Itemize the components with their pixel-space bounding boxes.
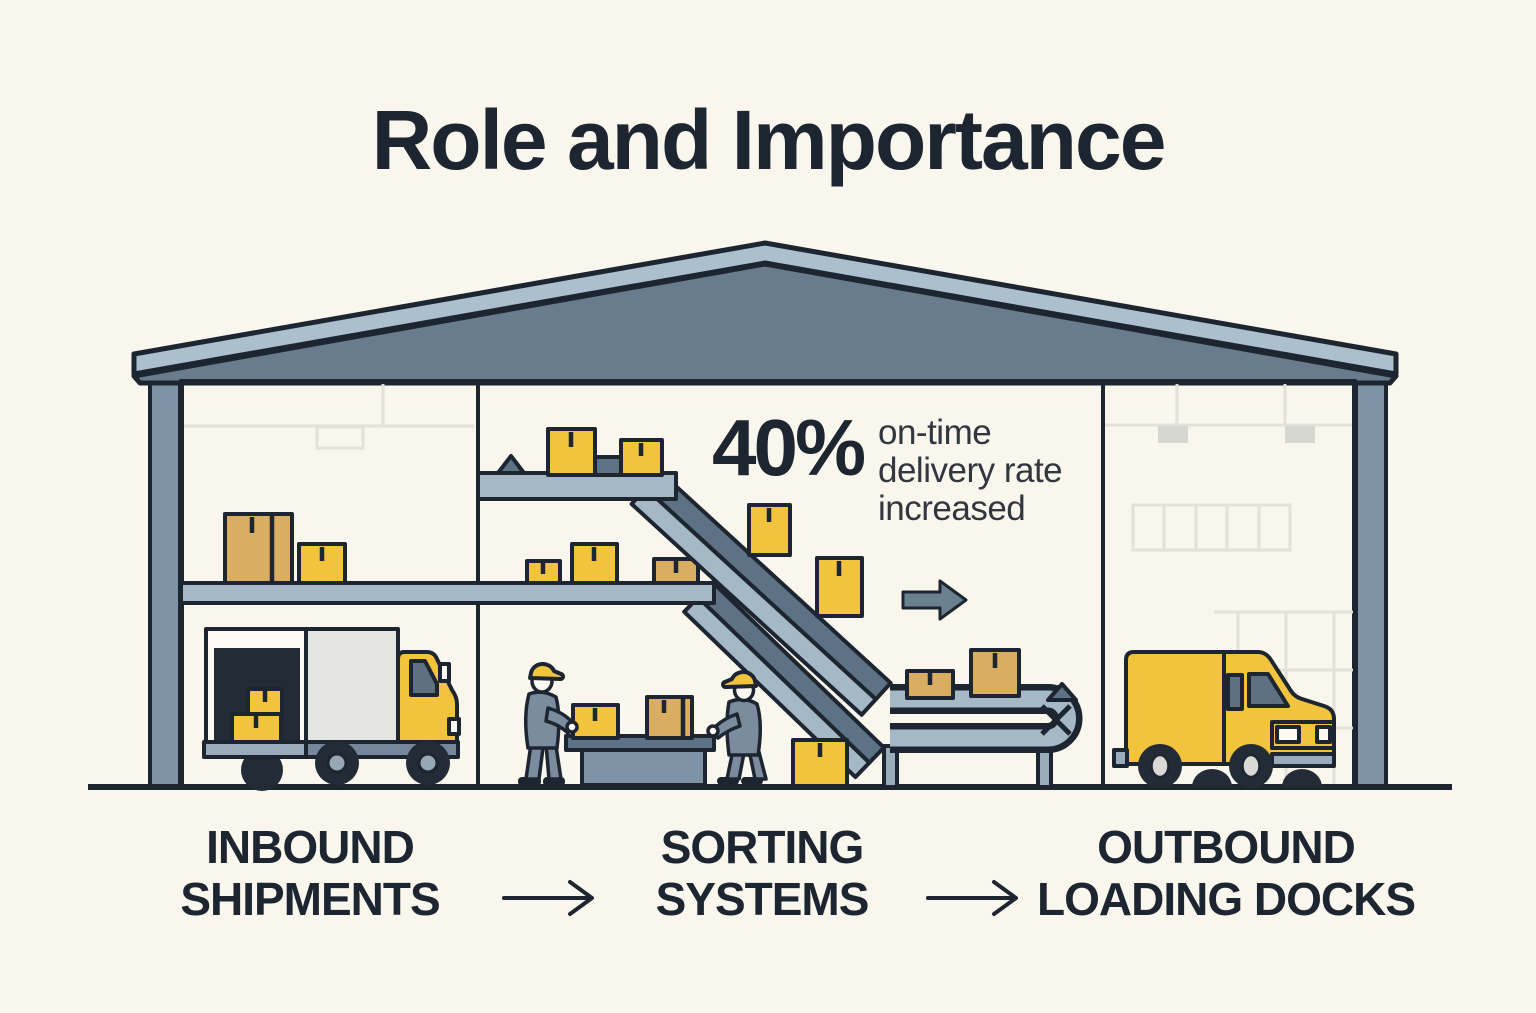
hand — [706, 724, 720, 738]
cardboard-box-icon — [230, 687, 284, 745]
wall-vent — [1285, 426, 1315, 443]
cab-window — [409, 659, 439, 697]
label-outbound-loading-docks: OUTBOUND LOADING DOCKS — [1037, 821, 1416, 925]
cargo-body — [1124, 650, 1226, 766]
worker-icon-right — [706, 669, 768, 785]
stat-value: 40% — [712, 403, 866, 492]
flow-arrow-icon — [926, 880, 1018, 916]
front-bumper — [1270, 752, 1336, 768]
headlight — [447, 717, 461, 736]
storage-shelf-icon — [179, 580, 886, 780]
worker-icon-left — [518, 661, 579, 786]
window-row — [1131, 503, 1292, 552]
side-window — [1226, 673, 1244, 711]
direction-arrow-icon — [901, 579, 968, 621]
label-inbound-shipments: INBOUND SHIPMENTS — [180, 821, 440, 925]
cargo-container — [304, 627, 400, 744]
sorting-table-icon — [564, 734, 716, 787]
stat-description: on-time delivery rate increased — [878, 413, 1063, 528]
roof-gable — [131, 261, 1399, 386]
cardboard-box-icon — [223, 512, 347, 585]
label-sorting-systems: SORTING SYSTEMS — [655, 821, 870, 925]
hand — [565, 720, 579, 734]
right-column — [1353, 370, 1388, 789]
inbound-truck-icon — [202, 627, 461, 791]
conveyor-belt-icon — [476, 454, 1083, 789]
shelf-beam — [179, 581, 716, 605]
warehouse-building-icon — [131, 240, 1399, 789]
left-column — [148, 370, 183, 789]
liftgate-platform — [202, 740, 308, 759]
hard-hat-icon — [720, 669, 758, 690]
cardboard-box-icon — [525, 542, 700, 585]
flow-arrow-icon — [502, 880, 594, 916]
cardboard-box-icon — [571, 695, 849, 788]
wall-vent — [1158, 426, 1188, 443]
cardboard-box-icon — [546, 427, 1021, 700]
page-title: Role and Importance — [371, 93, 1167, 187]
rear-bumper — [1112, 748, 1129, 768]
hard-hat-icon — [528, 661, 566, 682]
outbound-truck-icon — [1112, 650, 1336, 788]
windshield — [1247, 672, 1290, 708]
